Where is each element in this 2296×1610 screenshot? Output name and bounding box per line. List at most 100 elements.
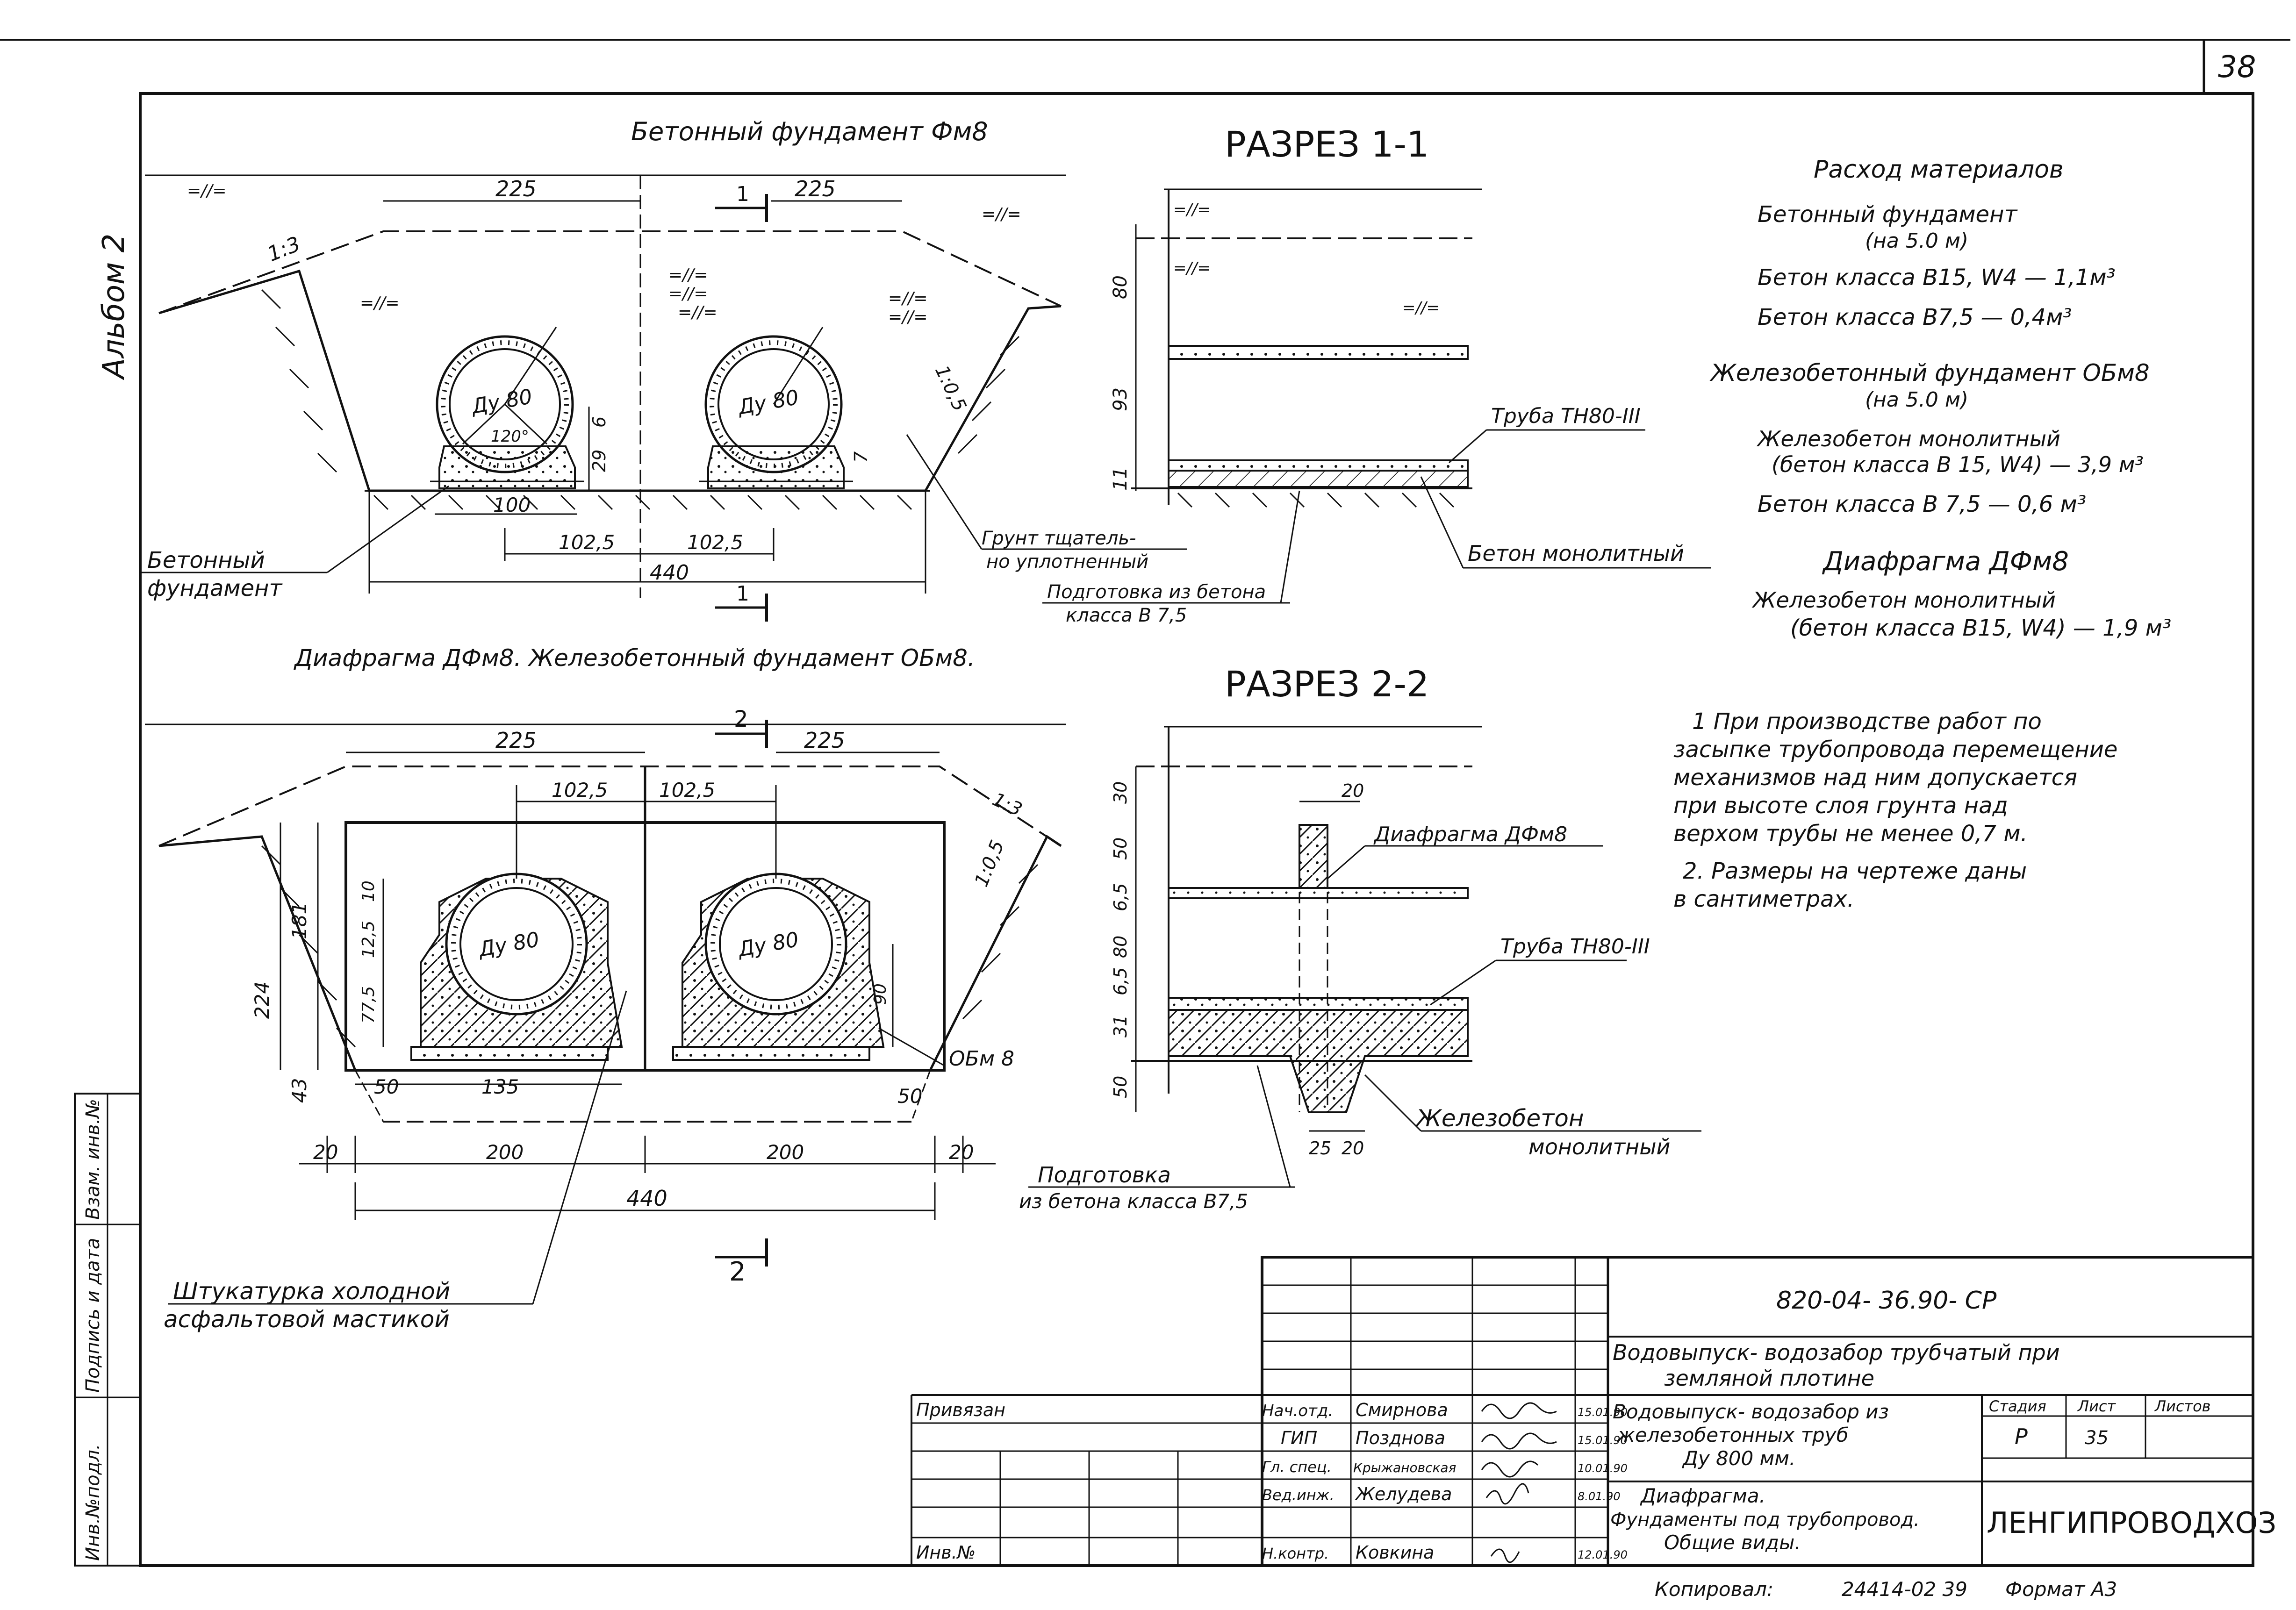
view2-dim-125: 12,5 (359, 921, 378, 958)
tb-sheets-hdr: Листов (2154, 1397, 2211, 1415)
page-number: 38 (2218, 50, 2256, 85)
section1-concrete-label: Бетон монолитный (1468, 541, 1684, 566)
tb-role-2: Гл. спец. (1262, 1458, 1332, 1476)
section1-dim-80: 80 (1110, 275, 1131, 299)
view1-dim-6: 6 (589, 416, 610, 428)
tb-role-3: Вед.инж. (1262, 1486, 1335, 1504)
tb-sheet-title-1: Диафрагма. (1640, 1484, 1765, 1507)
section2-prep-label-2: из бетона класса В7,5 (1019, 1190, 1248, 1213)
view2-dim-1025-a: 102,5 (552, 779, 608, 801)
view2-dim-440: 440 (626, 1186, 667, 1211)
view1-pipe-label-2: Ду 80 (735, 386, 800, 420)
signature (1481, 1460, 1539, 1478)
signature (1485, 1483, 1529, 1505)
view2-rc-foundation: Диафрагма ДФм8. Железобетонный фундамент… (145, 644, 1066, 1333)
view1-dim-top-right: 225 (795, 176, 836, 201)
note-line: механизмов над ним допускается (1673, 765, 2077, 791)
view2-slope-1: 1:3 (989, 788, 1026, 821)
note-line: засыпке трубопровода перемещение (1673, 737, 2117, 763)
section2-dim-25: 25 (1309, 1138, 1331, 1159)
title-block: Привязан Инв.№ Нач.отд. Смирнова 15.01.9… (911, 1256, 2276, 1601)
materials-line: Бетон класса В7,5 — 0,4м³ (1758, 304, 2072, 330)
note-line: при высоте слоя грунта над (1673, 793, 2008, 819)
side-stamp-signature: Подпись и дата (82, 1238, 104, 1393)
tb-sheet: 35 (2085, 1427, 2109, 1449)
tb-sheet-title-2: Фундаменты под трубопровод. (1610, 1509, 1920, 1531)
view2-dim-50: 50 (374, 1075, 399, 1098)
view1-angle-label: 120° (491, 427, 529, 446)
materials-line: Бетон класса В15, W4 — 1,1м³ (1758, 265, 2116, 291)
view1-pipe-left: Ду 80 120° (430, 327, 584, 489)
view1-section-mark-top: 1 (736, 182, 749, 206)
section1-soil-2: =//= (1173, 259, 1211, 278)
tb-name-0: Смирнова (1356, 1400, 1448, 1420)
materials-line: Бетонный фундамент (1758, 201, 2018, 228)
section2-dim-80: 80 (1110, 936, 1131, 958)
view2-pipe-right: Ду 80 (704, 873, 847, 1016)
tb-part-2: железобетонных труб (1617, 1424, 1848, 1446)
view2-section-mark-bottom: 2 (729, 1257, 746, 1287)
section2-dim-31: 31 (1110, 1015, 1131, 1038)
section2-dim-50b: 50 (1110, 1076, 1131, 1098)
view1-soil-mark: =//= (678, 303, 718, 322)
view1-dim-1025-a: 102,5 (559, 531, 615, 554)
note-line: 1 При производстве работ по (1692, 708, 2042, 735)
view2-dim-10: 10 (359, 880, 378, 902)
view1-callout-soil-1: Грунт тщатель- (982, 528, 1136, 549)
tb-project-1: Водовыпуск- водозабор трубчатый при (1613, 1340, 2060, 1365)
materials-line: Железобетонный фундамент ОБм8 (1709, 359, 2150, 386)
section2-dim-65b: 6,5 (1110, 967, 1131, 995)
materials-line: Диафрагма ДФм8 (1822, 546, 2069, 577)
view2-section-mark-top: 2 (734, 706, 748, 732)
section2-dim-20: 20 (1342, 780, 1364, 801)
note-line: в сантиметрах. (1673, 886, 1854, 912)
signature (1481, 1432, 1557, 1450)
view2-dim-1025-b: 102,5 (659, 779, 715, 801)
materials-table: Расход материалов Бетонный фундамент (на… (1709, 156, 2171, 641)
view2-foundation-label: ОБм 8 (949, 1047, 1014, 1071)
view1-dim-440: 440 (650, 561, 689, 585)
tb-stage-hdr: Стадия (1989, 1397, 2046, 1415)
tb-date-4: 12.01.90 (1578, 1548, 1628, 1561)
tb-date-1: 15.01.90 (1578, 1434, 1628, 1447)
tb-sheet-hdr: Лист (2077, 1397, 2116, 1415)
tb-part-1: Водовыпуск- водозабор из (1613, 1400, 1889, 1423)
view1-slope-right: 1:0,5 (931, 362, 970, 415)
tb-code: 820-04- 36.90- СР (1776, 1287, 1997, 1315)
view2-dim-43: 43 (288, 1078, 311, 1103)
section1-soil-3: =//= (1402, 299, 1440, 317)
tb-role-1: ГИП (1281, 1428, 1317, 1448)
view1-callout-soil-2: но уплотненный (986, 551, 1148, 572)
view2-dim-181: 181 (288, 902, 311, 939)
view2-dim-775: 77,5 (359, 986, 378, 1023)
view2-dim-top-left: 225 (495, 728, 537, 753)
view1-soil-mark: =//= (888, 308, 928, 327)
view2-dim-135: 135 (481, 1075, 519, 1098)
materials-line: (на 5.0 м) (1865, 229, 1968, 253)
tb-format: Формат А3 (2005, 1578, 2117, 1601)
section2-rc-label-2: монолитный (1528, 1134, 1670, 1159)
tb-date-0: 15.01.90 (1578, 1406, 1628, 1419)
view1-callout-prep-1: Подготовка из бетона (1047, 581, 1266, 603)
view2-dim-90: 90 (871, 983, 890, 1005)
view2-pipe-left: Ду 80 (445, 873, 588, 1016)
section2-title: РАЗРЕЗ 2-2 (1225, 663, 1429, 705)
view1-pipe-label: Ду 80 (469, 385, 534, 419)
view1-soil-mark: =//= (982, 205, 1021, 224)
section-1-1: РАЗРЕЗ 1-1 80 93 11 =//= =//= =//= Труба… (1042, 123, 1711, 626)
tb-name-2: Крыжановская (1353, 1460, 1456, 1475)
tb-date-2: 10.01.90 (1578, 1462, 1628, 1475)
side-stamp-inv: Инв.№подл. (82, 1444, 104, 1561)
signature (1481, 1402, 1557, 1419)
side-stamp-replace: Взам. инв.№ (82, 1099, 104, 1220)
view1-callout-prep-2: класса В 7,5 (1066, 605, 1187, 626)
view1-soil-mark: =//= (668, 265, 708, 285)
section2-pipe-label: Труба ТН80-III (1500, 935, 1650, 959)
tb-org: ЛЕНГИПРОВОДХОЗ (1987, 1506, 2276, 1540)
materials-title: Расход материалов (1814, 156, 2064, 184)
view1-soil-mark: =//= (360, 293, 400, 313)
tb-role-0: Нач.отд. (1262, 1402, 1333, 1420)
view1-slope-left: 1:3 (264, 232, 304, 266)
section2-dim-65a: 6,5 (1110, 883, 1131, 911)
